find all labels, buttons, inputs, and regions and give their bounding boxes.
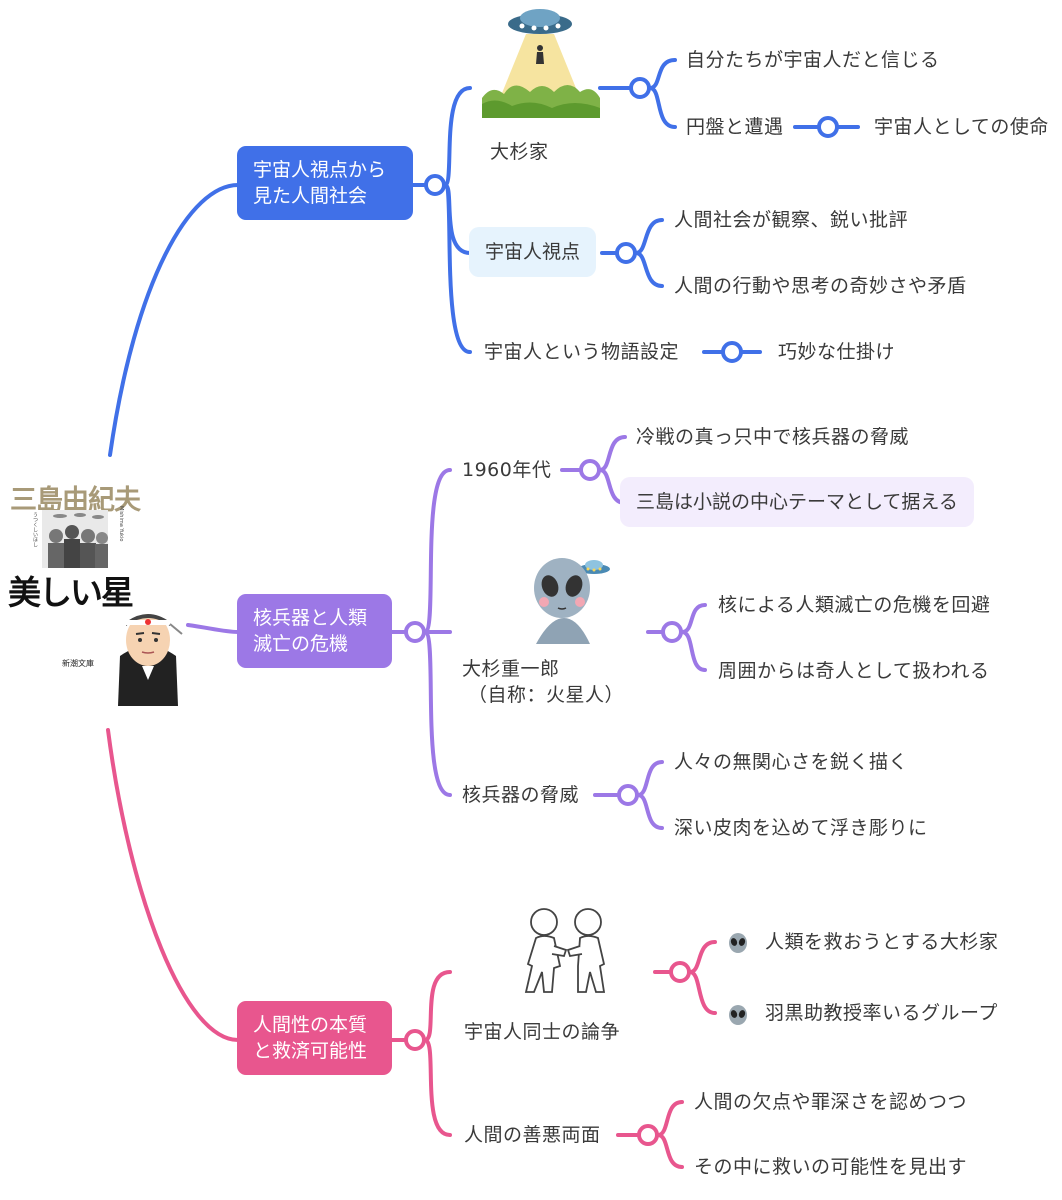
node-indifference[interactable]: 人々の無関心さを鋭く描く (674, 751, 909, 773)
node-story-setting[interactable]: 宇宙人という物語設定 (484, 341, 680, 363)
cover-side-text-2: Mishima Yukio (118, 506, 124, 542)
alien-with-ufo-icon (534, 558, 610, 644)
node-treated-eccentric[interactable]: 周囲からは奇人として扱われる (718, 660, 990, 682)
node-nuclear-threat[interactable]: 核兵器の脅威 (462, 784, 580, 806)
node-believe-aliens[interactable]: 自分たちが宇宙人だと信じる (686, 49, 940, 71)
node-human-contradictions[interactable]: 人間の行動や思考の奇妙さや矛盾 (674, 275, 967, 297)
alien-face-icon (729, 1005, 747, 1025)
arguing-figures-icon (524, 908, 606, 993)
node-haguro-group[interactable]: 羽黒助教授率いるグループ (765, 1002, 998, 1024)
node-find-salvation[interactable]: その中に救いの可能性を見出す (694, 1156, 968, 1178)
node-osugi-juichiro-line1[interactable]: 大杉重一郎 (462, 658, 560, 680)
node-central-theme[interactable]: 三島は小説の中心テーマとして据える (620, 477, 974, 527)
branch-nuclear-crisis[interactable]: 核兵器と人類滅亡の危機 (237, 594, 392, 668)
node-osugi-family[interactable]: 大杉家 (490, 141, 549, 163)
node-alien-dispute[interactable]: 宇宙人同士の論争 (464, 1021, 621, 1043)
node-osugi-juichiro-line2[interactable]: （自称：火星人） (468, 684, 625, 706)
node-alien-mission[interactable]: 宇宙人としての使命 (874, 116, 1049, 138)
node-avoid-extinction[interactable]: 核による人類滅亡の危機を回避 (718, 594, 991, 616)
cover-title: 美しい星 (8, 573, 134, 612)
cover-photo-icon (42, 510, 108, 568)
alien-face-icon (729, 933, 747, 953)
branch-human-nature[interactable]: 人間性の本質と救済可能性 (237, 1001, 392, 1075)
node-good-and-evil[interactable]: 人間の善悪両面 (464, 1124, 601, 1146)
node-observe-society[interactable]: 人間社会が観察、鋭い批評 (674, 209, 909, 231)
node-clever-device[interactable]: 巧妙な仕掛け (778, 341, 896, 363)
cover-side-text: うつくしいほし (32, 512, 38, 547)
node-acknowledge-faults[interactable]: 人間の欠点や罪深さを認めつつ (694, 1091, 968, 1113)
mishima-portrait-icon (118, 614, 183, 706)
node-1960s[interactable]: 1960年代 (462, 459, 552, 481)
ufo-abduction-icon (482, 9, 600, 118)
node-save-humanity[interactable]: 人類を救おうとする大杉家 (765, 931, 999, 953)
branch-alien-perspective[interactable]: 宇宙人視点から見た人間社会 (237, 146, 413, 220)
cover-publisher: 新潮文庫 (62, 659, 94, 668)
book-cover: 三島由紀夫 うつくしいほし Mishima Yukio 美しい星 新潮文庫 (4, 478, 183, 714)
node-ufo-encounter[interactable]: 円盤と遭遇 (686, 116, 784, 138)
node-cold-war-threat[interactable]: 冷戦の真っ只中で核兵器の脅威 (636, 426, 910, 448)
node-alien-viewpoint[interactable]: 宇宙人視点 (469, 227, 597, 277)
node-deep-irony[interactable]: 深い皮肉を込めて浮き彫りに (674, 817, 928, 839)
